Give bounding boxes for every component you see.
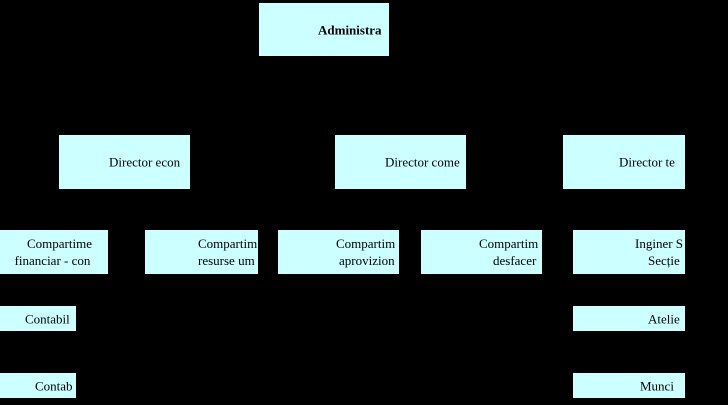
org-box-label: Director econ [109,154,181,170]
org-box-director-technical: Director te [563,135,685,189]
org-box-label: Contab [35,378,73,393]
org-box-line: aprovizion [339,253,395,268]
org-box-accountants: Contab [0,373,76,398]
org-box-label: Director te [619,154,675,170]
org-box-section-engineer: Inginer S Secție [573,230,685,274]
org-box-procurement: Compartim aprovizion [278,230,399,274]
org-box-sales: Compartim desfacer [421,230,542,274]
org-box-line: financiar - con [14,253,91,268]
org-box-label: Atelie [648,311,680,326]
org-box-director-economic: Director econ [59,135,190,189]
org-box-workshops: Atelie [573,306,685,331]
org-box-label: Administra [318,22,382,37]
org-box-label: Director come [385,154,460,170]
org-box-line: Secție [648,253,680,268]
org-box-workers: Munci [573,373,685,398]
org-box-accountant-chief: Contabil [0,306,76,331]
org-box-director-commercial: Director come [335,135,466,189]
org-box-label: Munci [640,378,674,393]
org-box-line: Compartim [336,236,396,251]
org-box-line: Compartim [479,236,539,251]
org-box-label: Contabil [25,311,70,326]
org-box-financial-accounting: Compartime financiar - con [0,230,108,274]
org-box-line: Inginer S [635,236,684,251]
org-box-line: Compartim [198,236,258,251]
org-box-administration: Administra [259,3,389,56]
org-box-line: desfacer [493,253,537,268]
org-box-line: Compartime [27,236,92,251]
org-box-line: resurse um [198,253,255,268]
org-box-human-resources: Compartim resurse um [145,230,258,274]
